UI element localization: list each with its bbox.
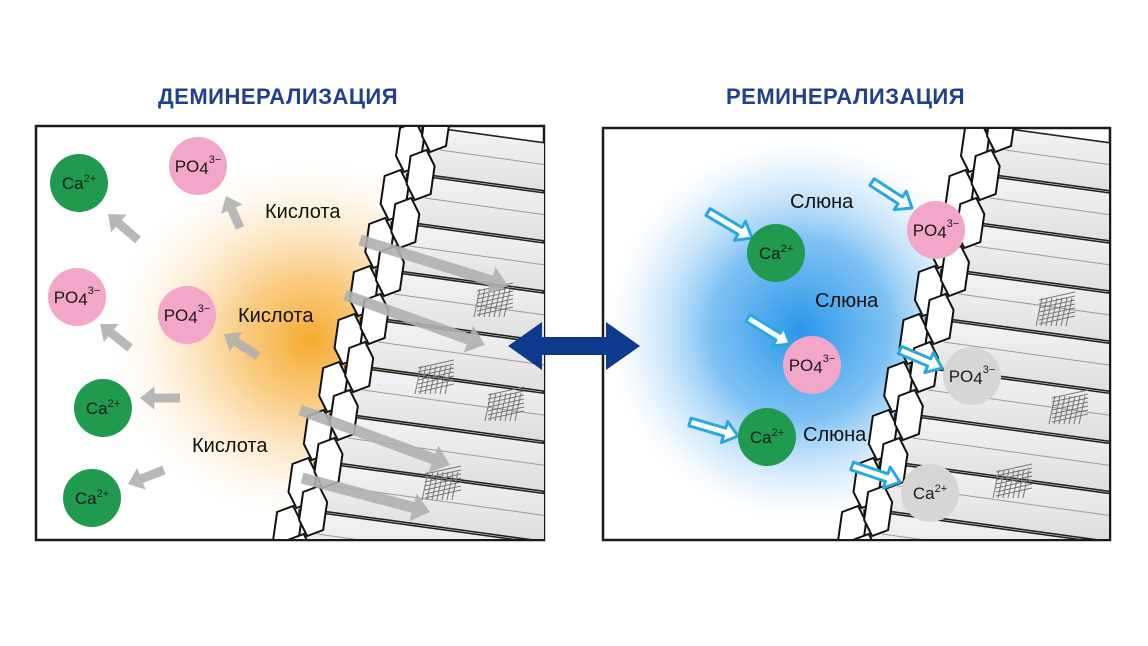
svg-text:PO43−: PO43− bbox=[913, 218, 960, 242]
ion-charge: 3− bbox=[947, 218, 960, 230]
demineralization-panel bbox=[34, 124, 546, 542]
ion-subscript: 4 bbox=[199, 159, 208, 178]
svg-text:Ca2+: Ca2+ bbox=[86, 398, 120, 418]
svg-text:PO43−: PO43− bbox=[175, 154, 222, 178]
remineralization-title: РЕМИНЕРАЛИЗАЦИЯ bbox=[726, 84, 966, 109]
enamel-prisms-right bbox=[837, 129, 1109, 539]
ion-subscript: 4 bbox=[188, 308, 197, 327]
ion-symbol: Ca bbox=[759, 244, 781, 263]
ion-charge: 2+ bbox=[84, 173, 97, 185]
outflow-arrow-icon bbox=[107, 213, 141, 244]
ion-subscript: 4 bbox=[973, 369, 982, 388]
mesh-patch bbox=[992, 463, 1033, 499]
svg-text:PO43−: PO43− bbox=[164, 303, 211, 327]
enamel-prisms-left bbox=[272, 127, 544, 539]
inflow-arrow-icon bbox=[687, 416, 740, 445]
calcium-ion: Ca2+ bbox=[50, 154, 108, 212]
ion-symbol: Ca bbox=[62, 174, 84, 193]
ion-symbol: PO bbox=[789, 356, 814, 375]
mesh-patch bbox=[414, 359, 455, 395]
phosphate-ion: PO43− bbox=[48, 268, 106, 326]
ion-charge: 2+ bbox=[97, 488, 110, 500]
ion-charge: 3− bbox=[209, 154, 222, 166]
ion-subscript: 4 bbox=[78, 290, 87, 309]
svg-text:Ca2+: Ca2+ bbox=[759, 243, 793, 263]
mesh-patch bbox=[1035, 291, 1076, 327]
mesh-patch bbox=[421, 465, 462, 501]
saliva-label-1: Слюна bbox=[790, 191, 854, 213]
outflow-arrow-icon bbox=[221, 195, 245, 230]
svg-text:Ca2+: Ca2+ bbox=[913, 483, 947, 503]
absorbed-calcium-ion: Ca2+ bbox=[901, 464, 959, 522]
ion-symbol: Ca bbox=[750, 428, 772, 447]
mesh-patch bbox=[484, 386, 525, 422]
inflow-arrows bbox=[687, 177, 944, 490]
ion-symbol: PO bbox=[164, 306, 189, 325]
acid-label-2: Кислота bbox=[238, 305, 314, 327]
ion-charge: 2+ bbox=[772, 427, 785, 439]
inflow-arrow-icon bbox=[704, 207, 754, 242]
ion-charge: 3− bbox=[983, 364, 996, 376]
inflow-arrow-icon bbox=[868, 177, 914, 212]
ion-charge: 2+ bbox=[108, 398, 121, 410]
ion-symbol: PO bbox=[949, 367, 974, 386]
ion-symbol: Ca bbox=[75, 489, 97, 508]
calcium-ion: Ca2+ bbox=[63, 469, 121, 527]
ion-subscript: 4 bbox=[813, 358, 822, 377]
ion-symbol: Ca bbox=[86, 399, 108, 418]
svg-text:PO43−: PO43− bbox=[949, 364, 996, 388]
outflow-arrow-icon bbox=[100, 323, 133, 352]
outflow-arrow-icon bbox=[358, 234, 509, 295]
saliva-label-2: Слюна bbox=[815, 290, 879, 312]
phosphate-ion: PO43− bbox=[158, 286, 216, 344]
ion-subscript: 4 bbox=[937, 223, 946, 242]
outflow-arrow-icon bbox=[300, 472, 431, 522]
ion-symbol: PO bbox=[913, 221, 938, 240]
ion-symbol: PO bbox=[54, 288, 79, 307]
absorbed-phosphate-ion: PO43− bbox=[943, 347, 1001, 405]
inflow-arrow-icon bbox=[849, 460, 902, 490]
mesh-patch bbox=[473, 282, 514, 318]
outflow-arrow-icon bbox=[298, 404, 450, 473]
acid-label-1: Кислота bbox=[265, 201, 341, 223]
calcium-ion: Ca2+ bbox=[738, 408, 796, 466]
ion-charge: 3− bbox=[823, 353, 836, 365]
outflow-arrow-icon bbox=[343, 289, 486, 353]
ion-symbol: PO bbox=[175, 157, 200, 176]
svg-text:Ca2+: Ca2+ bbox=[75, 488, 109, 508]
double-headed-arrow-icon bbox=[508, 322, 640, 370]
inflow-arrow-icon bbox=[896, 344, 944, 375]
ion-charge: 2+ bbox=[935, 483, 948, 495]
calcium-ion: Ca2+ bbox=[74, 379, 132, 437]
phosphate-ion: PO43− bbox=[169, 137, 227, 195]
svg-text:PO43−: PO43− bbox=[789, 353, 836, 377]
outflow-arrows bbox=[100, 195, 509, 522]
mesh-patch bbox=[1048, 389, 1089, 425]
ion-charge: 3− bbox=[88, 285, 101, 297]
outflow-arrow-icon bbox=[128, 465, 166, 490]
phosphate-ion: PO43− bbox=[907, 201, 965, 259]
saliva-label-3: Слюна bbox=[803, 424, 867, 446]
demineralization-title: ДЕМИНЕРАЛИЗАЦИЯ bbox=[158, 84, 399, 109]
outflow-arrow-icon bbox=[224, 331, 261, 360]
svg-text:Ca2+: Ca2+ bbox=[62, 173, 96, 193]
calcium-ion: Ca2+ bbox=[747, 224, 805, 282]
inflow-arrow-icon bbox=[744, 313, 792, 348]
phosphate-ion: PO43− bbox=[783, 336, 841, 394]
ion-charge: 2+ bbox=[781, 243, 794, 255]
svg-text:PO43−: PO43− bbox=[54, 285, 101, 309]
ion-symbol: Ca bbox=[913, 484, 935, 503]
svg-text:Ca2+: Ca2+ bbox=[750, 427, 784, 447]
acid-label-3: Кислота bbox=[192, 435, 268, 457]
outflow-arrow-icon bbox=[140, 386, 180, 410]
ion-charge: 3− bbox=[198, 303, 211, 315]
ions-layer: Ca2+PO43−PO43−PO43−Ca2+Ca2+Ca2+PO43−PO43… bbox=[48, 137, 1001, 527]
